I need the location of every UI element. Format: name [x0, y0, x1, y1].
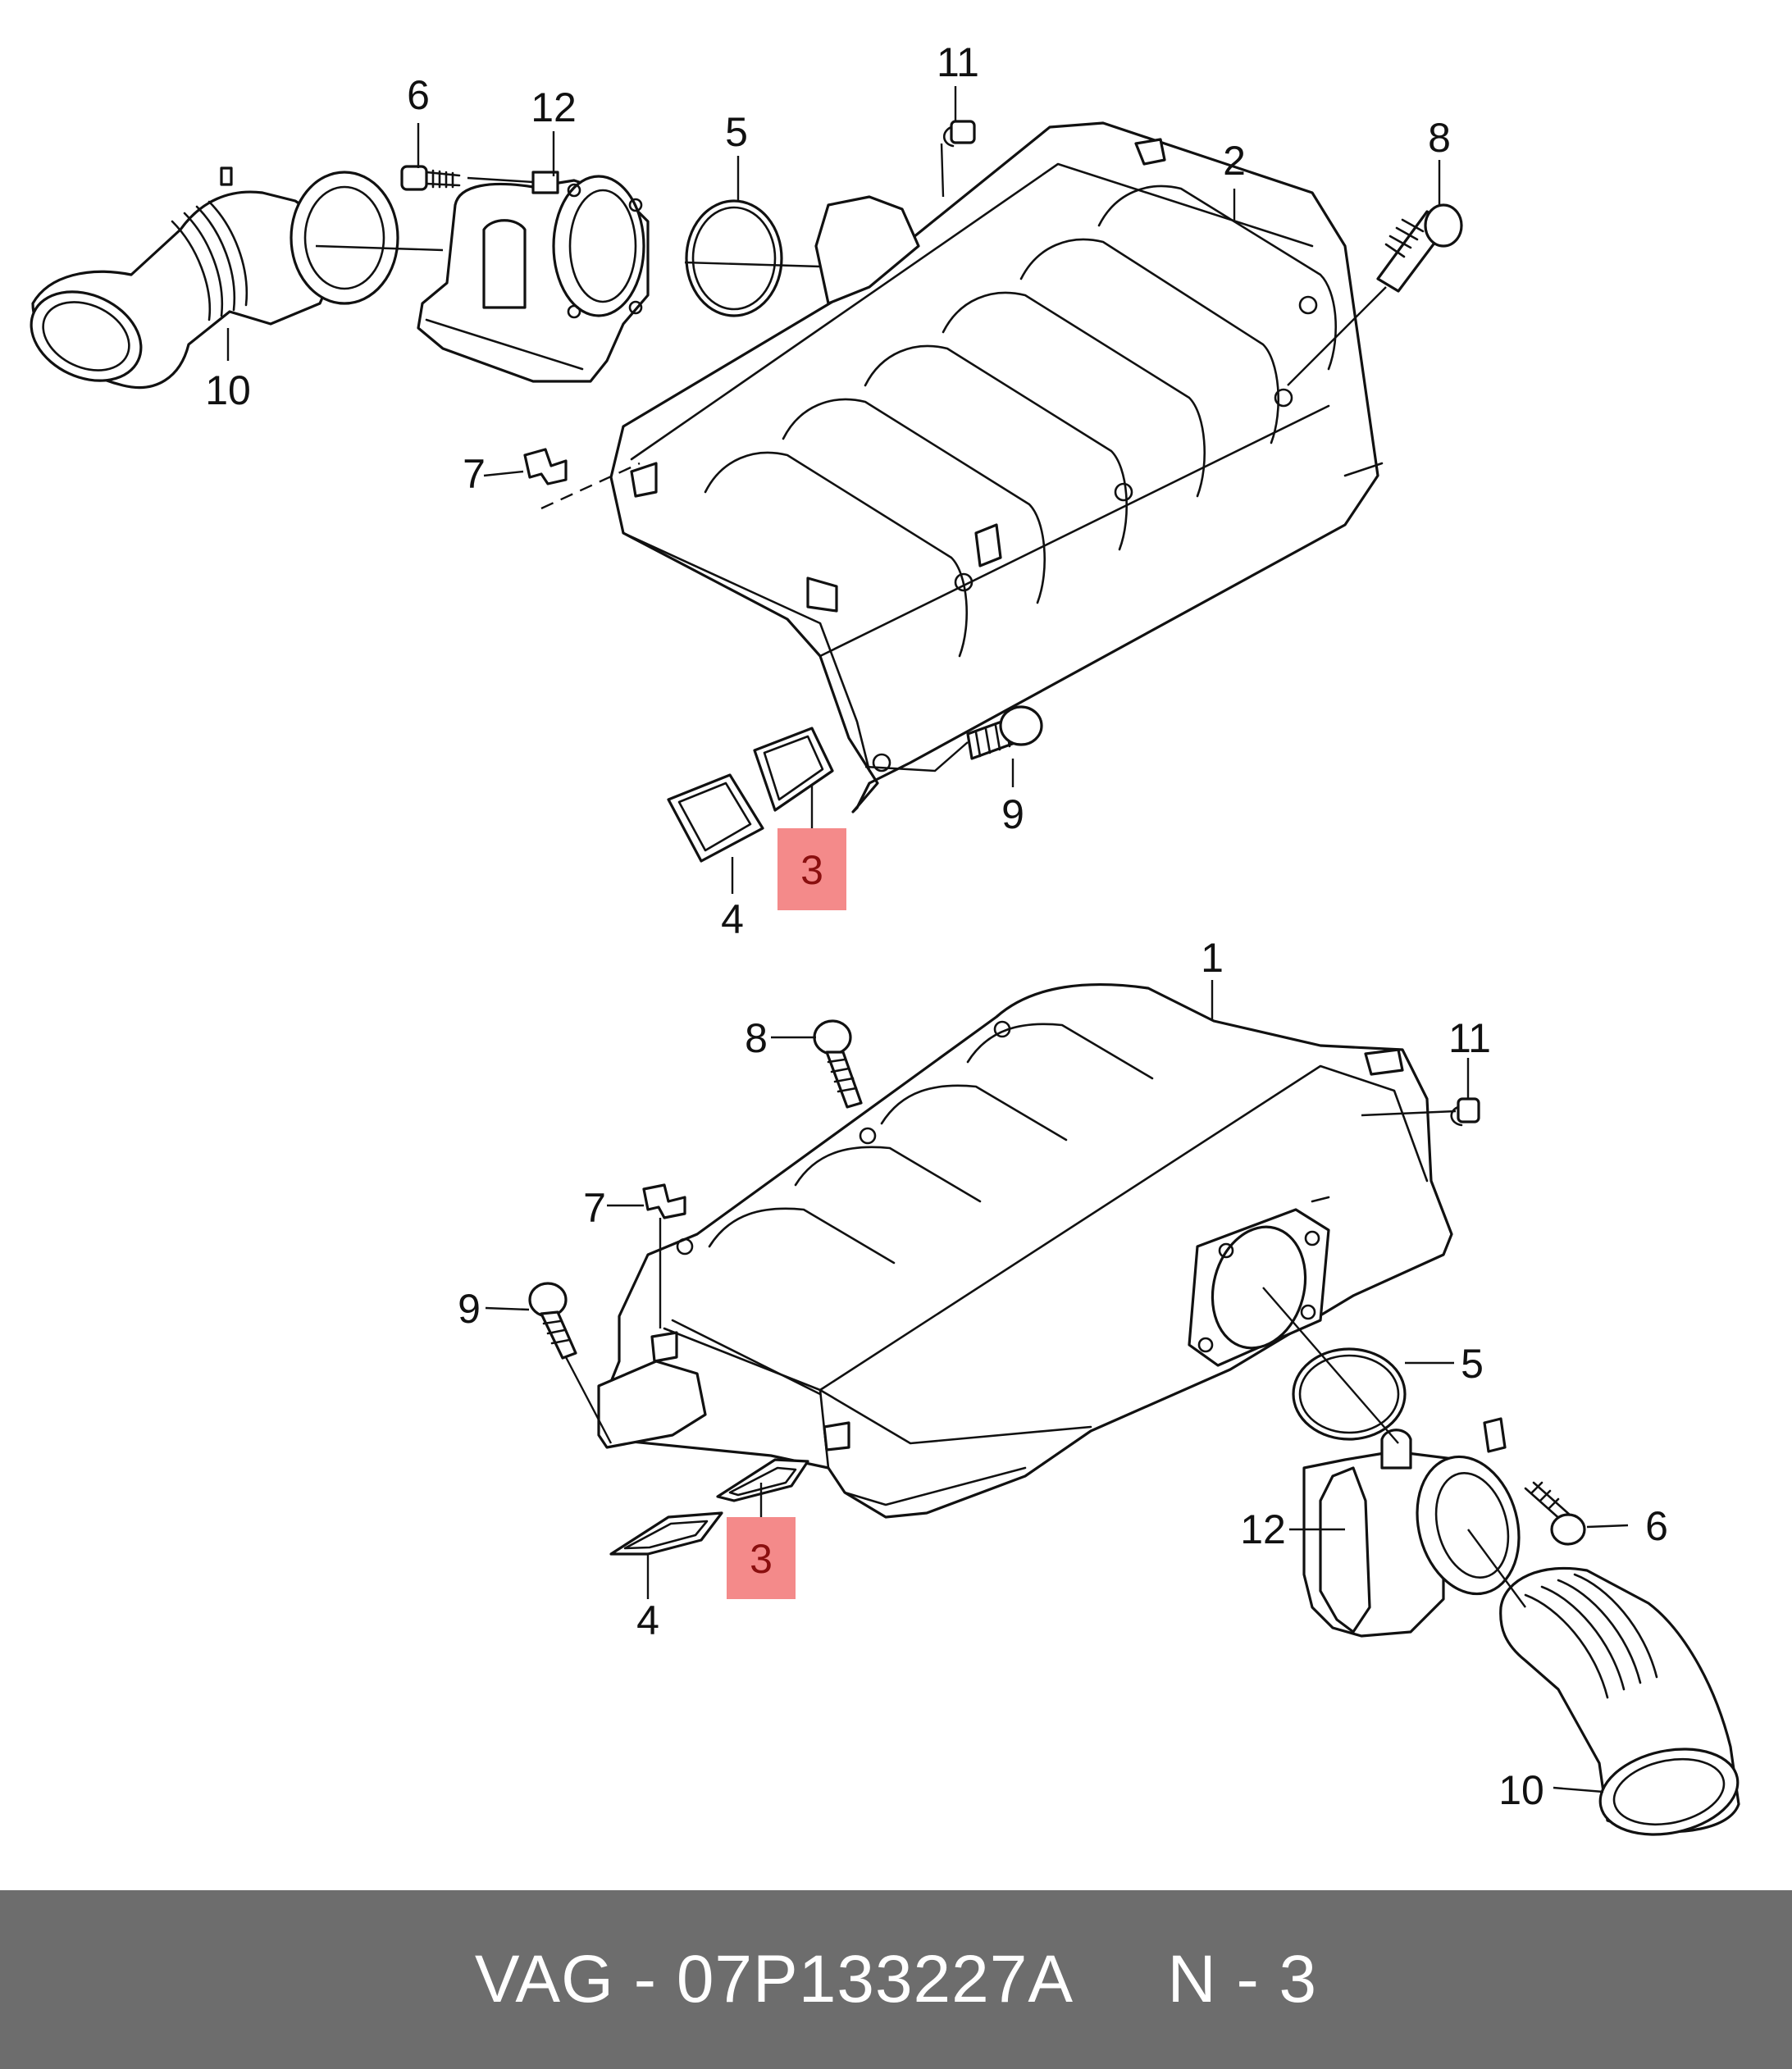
- lower-bolt-8: [813, 1019, 863, 1109]
- footer-part-number: 07P133227A: [676, 1942, 1070, 2017]
- upper-throttle-body: [417, 171, 650, 383]
- upper-gasket-4: [667, 773, 764, 863]
- callout-upper-12: 12: [531, 84, 577, 130]
- callout-upper-8: 8: [1428, 115, 1451, 161]
- callout-upper-7: 7: [463, 451, 486, 497]
- upper-manifold: [609, 121, 1384, 813]
- callout-lower-12: 12: [1240, 1506, 1286, 1552]
- lower-throttle-body: [1302, 1417, 1521, 1638]
- footer-position: N - 3: [1167, 1942, 1318, 2017]
- lower-bolt-9: [528, 1282, 577, 1360]
- callout-lower-10: 10: [1498, 1767, 1544, 1813]
- upper-stud-11: [942, 120, 976, 148]
- footer-separator: -: [633, 1942, 658, 2017]
- callout-lower-11: 11: [1448, 1015, 1491, 1061]
- lower-gasket-3: [716, 1458, 809, 1502]
- callout-upper-11: 11: [937, 39, 979, 85]
- parts-diagram: 6 12 5 11 2 8 10 7 9 3 4 1 8 11 7 9 5 12…: [30, 39, 1740, 1836]
- callout-upper-3: 3: [800, 847, 823, 893]
- upper-bolt-9: [966, 705, 1043, 760]
- upper-leaders: [226, 86, 1441, 894]
- callout-upper-9: 9: [1001, 791, 1024, 837]
- lower-bolt-6: [1524, 1481, 1586, 1546]
- callout-upper-6: 6: [407, 72, 430, 118]
- lower-assembly: [485, 980, 1740, 1836]
- lower-gasket-4: [609, 1511, 723, 1556]
- callout-lower-7: 7: [583, 1185, 606, 1231]
- lower-intake-hose: [1499, 1566, 1740, 1836]
- upper-assembly: [30, 86, 1463, 894]
- callout-lower-5: 5: [1461, 1341, 1484, 1387]
- highlight-box-lower: [727, 1517, 796, 1599]
- footer-brand: VAG: [474, 1942, 614, 2017]
- upper-gasket-3: [753, 727, 834, 812]
- upper-clip-7: [523, 448, 568, 485]
- upper-bolt-8: [1376, 203, 1463, 293]
- footer-caption: VAG - 07P133227A N - 3: [475, 1941, 1317, 2018]
- upper-bolt-6: [400, 165, 461, 191]
- callout-upper-5: 5: [725, 109, 748, 155]
- upper-o-ring: [685, 199, 783, 317]
- highlight-box-upper: [777, 828, 846, 910]
- lower-o-ring: [1292, 1347, 1407, 1441]
- upper-intake-hose: [30, 166, 399, 390]
- callout-upper-2: 2: [1223, 138, 1246, 184]
- callout-lower-6: 6: [1645, 1503, 1668, 1549]
- footer-bar: VAG - 07P133227A N - 3: [0, 1890, 1792, 2069]
- lower-leaders: [485, 980, 1629, 1793]
- lower-stud-11: [1450, 1097, 1480, 1127]
- callout-lower-3: 3: [750, 1536, 773, 1582]
- callout-upper-4: 4: [721, 896, 744, 942]
- callout-lower-8: 8: [745, 1015, 768, 1061]
- callout-upper-10: 10: [205, 367, 251, 413]
- lower-manifold: [597, 982, 1453, 1519]
- callout-labels: 6 12 5 11 2 8 10 7 9 3 4 1 8 11 7 9 5 12…: [205, 39, 1668, 1813]
- lower-clip-7: [642, 1183, 686, 1219]
- callout-lower-4: 4: [636, 1597, 659, 1643]
- callout-lower-9: 9: [458, 1286, 481, 1332]
- callout-lower-1: 1: [1201, 935, 1224, 981]
